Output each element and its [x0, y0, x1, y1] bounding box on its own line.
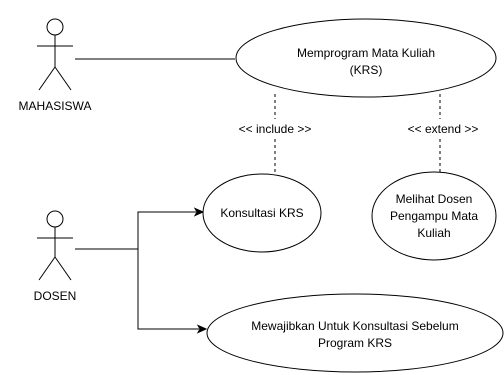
actor-mahasiswa-right-leg	[54, 66, 72, 91]
association-dosen-mewajibkan	[137, 249, 199, 330]
use-case-melihat-dosen[interactable]: Melihat Dosen Pengampu Mata Kuliah	[371, 171, 497, 261]
use-case-melihat-dosen-line-1: Melihat Dosen	[396, 192, 473, 206]
actor-dosen-left-leg	[38, 256, 56, 281]
include-label: << include >>	[239, 122, 312, 136]
use-case-mewajibkan-line-1: Mewajibkan Untuk Konsultasi Sebelum	[251, 319, 458, 333]
actor-mahasiswa-left-leg	[38, 66, 56, 91]
arrowhead-mewajibkan	[196, 324, 208, 334]
use-case-mewajibkan-ellipse	[206, 293, 504, 373]
actor-dosen[interactable]: DOSEN	[34, 210, 77, 303]
use-case-melihat-dosen-line-2: Pengampu Mata	[390, 209, 478, 223]
actor-mahasiswa[interactable]: MAHASISWA	[19, 18, 92, 113]
use-case-melihat-dosen-line-3: Kuliah	[417, 226, 450, 240]
use-case-mewajibkan-line-2: Program KRS	[318, 336, 392, 350]
actor-mahasiswa-head	[46, 18, 64, 36]
use-case-memprogram-line-1: Memprogram Mata Kuliah	[297, 46, 435, 60]
use-case-memprogram-ellipse	[235, 18, 497, 98]
actor-dosen-head	[46, 210, 64, 228]
use-case-konsultasi-line-1: Konsultasi KRS	[220, 206, 303, 220]
arrowhead-konsultasi	[193, 207, 205, 217]
actor-dosen-right-leg	[54, 256, 72, 281]
association-dosen	[75, 207, 208, 334]
relation-include: << include >>	[239, 94, 312, 189]
extend-label: << extend >>	[408, 122, 479, 136]
use-case-mewajibkan-konsultasi[interactable]: Mewajibkan Untuk Konsultasi Sebelum Prog…	[206, 293, 504, 373]
use-case-memprogram-krs[interactable]: Memprogram Mata Kuliah (KRS)	[235, 18, 497, 98]
use-case-konsultasi-krs[interactable]: Konsultasi KRS	[202, 173, 322, 253]
use-case-melihat-dosen-ellipse	[371, 171, 497, 261]
association-dosen-konsultasi	[75, 211, 196, 250]
actor-dosen-label: DOSEN	[34, 289, 77, 303]
actor-mahasiswa-label: MAHASISWA	[19, 99, 92, 113]
use-case-memprogram-line-2: (KRS)	[350, 63, 383, 77]
use-case-konsultasi-ellipse	[202, 173, 322, 253]
